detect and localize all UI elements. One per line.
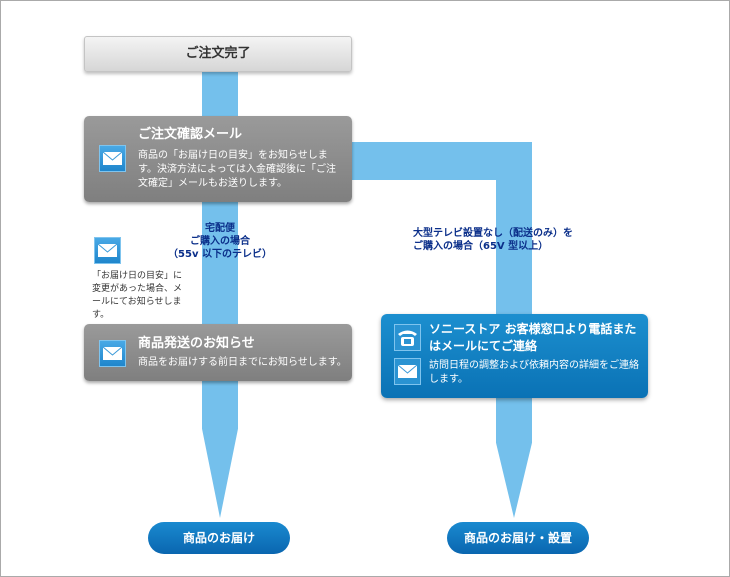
confirm-mail-body: 商品の「お届け日の目安」をお知らせします。決済方法によっては入金確認後に「ご注文… <box>138 150 336 189</box>
shipping-notice-title: 商品発送のお知らせ <box>138 336 255 351</box>
left-branch-label: 宅配便 ご購入の場合 （55v 以下のテレビ） <box>150 222 290 261</box>
right-branch-label: 大型テレビ設置なし（配送のみ）を ご購入の場合（65V 型以上） <box>413 227 633 253</box>
phone-icon <box>394 324 421 351</box>
label-line: ご購入の場合 <box>190 236 250 247</box>
shipping-notice-step: 商品発送のお知らせ 商品をお届けする前日までにお知らせします。 <box>84 324 352 381</box>
label-line: 宅配便 <box>205 223 235 234</box>
contact-step: ソニーストア お客様窓口より電話またはメールにてご連絡 訪問日程の調整および依頼… <box>381 314 648 398</box>
end-delivery: 商品のお届け <box>148 522 290 554</box>
contact-body: 訪問日程の調整および依頼内容の詳細をご連絡します。 <box>429 360 639 385</box>
confirm-mail-title: ご注文確認メール <box>138 127 243 142</box>
confirm-mail-step: ご注文確認メール 商品の「お届け日の目安」をお知らせします。決済方法によっては入… <box>84 116 352 202</box>
label-line: 大型テレビ設置なし（配送のみ）を <box>413 228 573 239</box>
shipping-notice-body: 商品をお届けする前日までにお知らせします。 <box>138 357 347 368</box>
order-complete-step: ご注文完了 <box>84 36 352 72</box>
label-line: ご購入の場合（65V 型以上） <box>413 241 549 252</box>
mail-icon <box>99 340 126 367</box>
mail-icon <box>394 358 421 385</box>
end-delivery-installation: 商品のお届け・設置 <box>447 522 589 554</box>
mail-icon <box>99 145 126 172</box>
contact-title: ソニーストア お客様窓口より電話またはメールにてご連絡 <box>429 322 637 353</box>
label-line: （55v 以下のテレビ） <box>168 249 272 260</box>
date-change-note: 「お届け日の目安」に変更があった場合、メールにてお知らせします。 <box>92 271 183 320</box>
mail-icon <box>94 237 121 264</box>
